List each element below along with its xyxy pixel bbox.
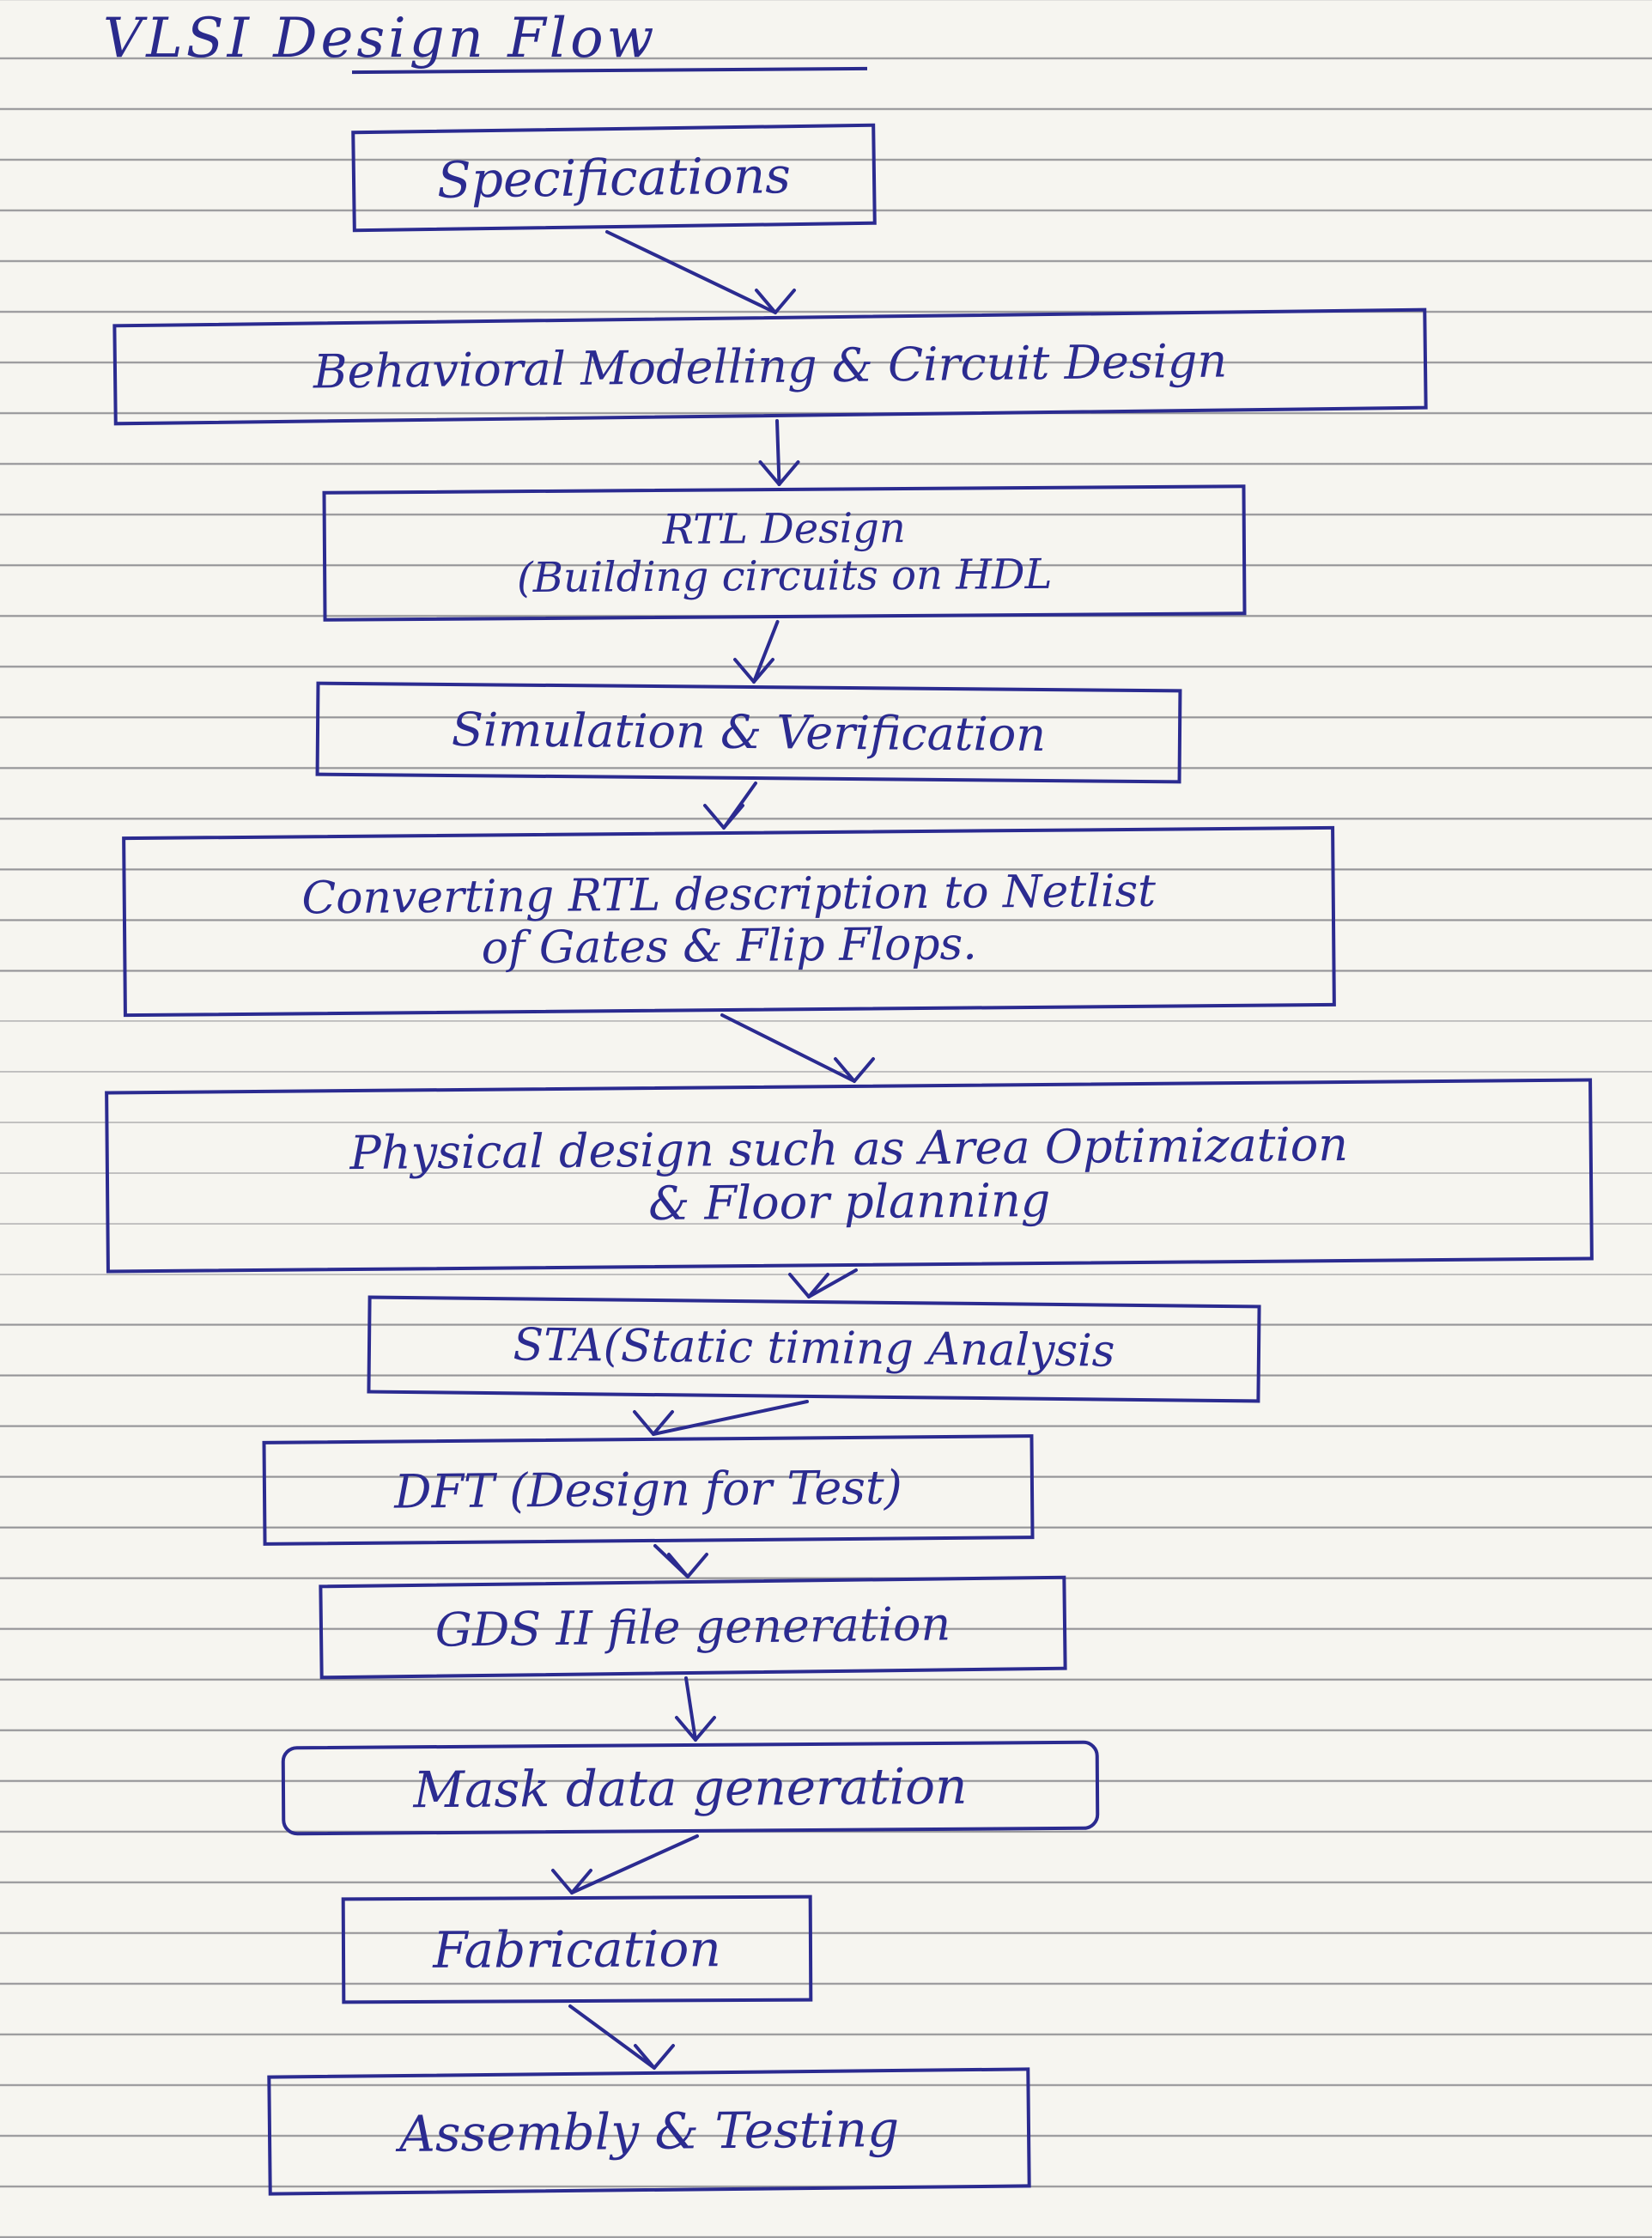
step-behavioral-modelling: Behavioral Modelling & Circuit Design [112, 307, 1428, 426]
arrow-step-10-to-step-11 [551, 1834, 699, 1894]
arrow-step-4-to-step-5 [703, 781, 757, 830]
arrow-step-2-to-step-3 [758, 419, 800, 486]
step-label: STA(Static timing Analysis [513, 1319, 1115, 1377]
step-label: GDS II file generation [434, 1596, 951, 1657]
step-physical-design: Physical design such as Area Optimizatio… [105, 1078, 1594, 1274]
step-label-line-2: & Floor planning [647, 1172, 1051, 1232]
arrow-step-6-to-step-7 [788, 1268, 858, 1298]
step-fabrication: Fabrication [341, 1894, 813, 2004]
step-label-line-2: of Gates & Flip Flops. [481, 918, 978, 975]
step-label: Assembly & Testing [398, 2099, 900, 2163]
step-label-line-1: RTL Design [662, 503, 906, 554]
step-netlist-conversion: Converting RTL description to Netlist of… [122, 825, 1336, 1018]
step-label: Fabrication [433, 1919, 721, 1980]
arrow-step-8-to-step-9 [653, 1544, 708, 1578]
arrow-step-11-to-step-12 [568, 2004, 675, 2070]
step-label-line-2: (Building circuits on HDL [516, 550, 1053, 603]
arrow-step-9-to-step-10 [675, 1676, 716, 1742]
step-label: DFT (Design for Test) [393, 1460, 903, 1519]
step-design-for-test: DFT (Design for Test) [262, 1434, 1035, 1546]
step-static-timing-analysis: STA(Static timing Analysis [367, 1295, 1261, 1403]
step-label: Simulation & Verification [451, 702, 1047, 762]
step-assembly-testing: Assembly & Testing [267, 2067, 1031, 2196]
arrow-step-1-to-step-2 [605, 230, 796, 314]
step-label-line-1: Physical design such as Area Optimizatio… [349, 1116, 1349, 1180]
arrow-step-3-to-step-4 [733, 620, 780, 684]
step-simulation-verification: Simulation & Verification [315, 681, 1182, 784]
arrow-step-5-to-step-6 [720, 1013, 875, 1083]
step-specifications: Specifications [351, 123, 877, 233]
page-title: VLSI Design Flow [103, 7, 658, 70]
arrow-step-7-to-step-8 [633, 1400, 809, 1436]
step-label: Specifications [436, 145, 792, 210]
step-gdsii-generation: GDS II file generation [319, 1575, 1067, 1680]
step-rtl-design: RTL Design (Building circuits on HDL [322, 484, 1247, 622]
step-label: Behavioral Modelling & Circuit Design [313, 333, 1228, 399]
step-label: Mask data generation [413, 1756, 968, 1819]
step-label-line-1: Converting RTL description to Netlist [301, 865, 1157, 925]
step-mask-data-generation: Mask data generation [281, 1740, 1100, 1836]
